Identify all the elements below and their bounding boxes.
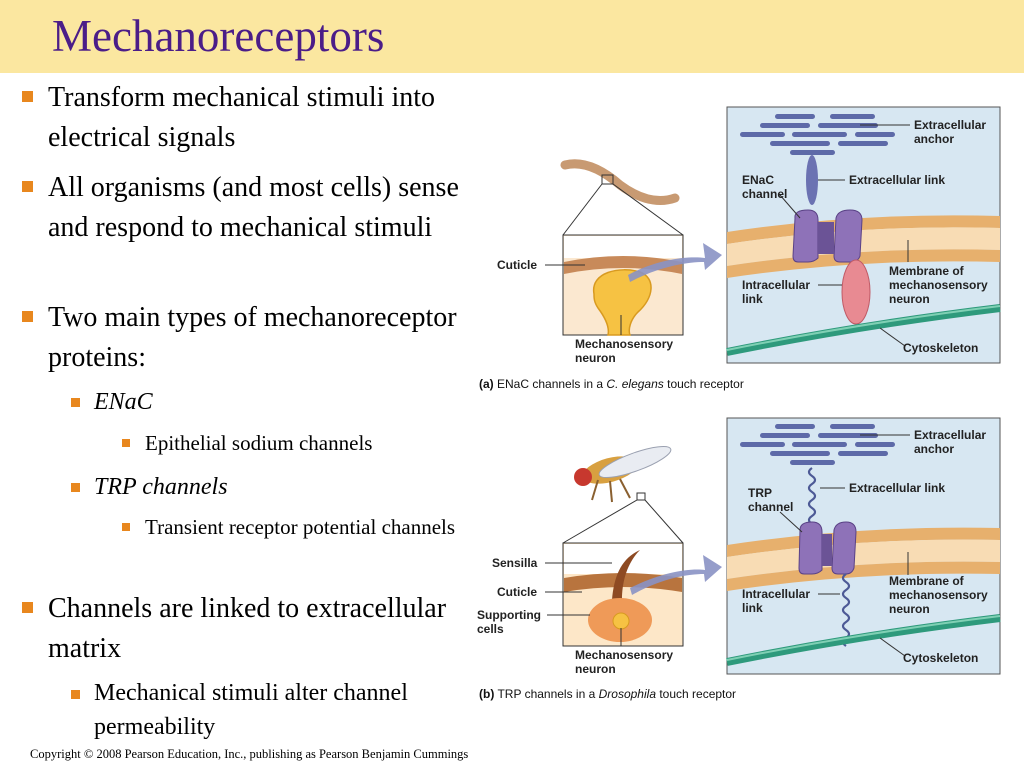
label-supporting-cells: cells	[477, 622, 504, 636]
bullet-marker	[22, 311, 33, 322]
bullet-2: All organisms (and most cells) sense and…	[48, 172, 459, 243]
bullet-4: Channels are linked to extracellular mat…	[48, 593, 447, 664]
figure-b: Extracellular anchor TRP channel Extrace…	[477, 417, 1001, 701]
zoom-arrow	[628, 243, 722, 282]
enac-channel	[792, 209, 819, 263]
trp-channel	[831, 521, 857, 575]
bullet-marker	[71, 483, 80, 492]
leader-line	[779, 194, 801, 219]
zoom-line	[562, 499, 638, 544]
trp-channel-pore	[822, 534, 832, 566]
bullet-marker	[71, 690, 80, 699]
intracellular-link	[841, 259, 871, 325]
bullet-marker	[22, 91, 33, 102]
extracellular-anchor	[740, 114, 895, 155]
label-trp-channel: channel	[748, 500, 793, 514]
figure-a: Extracellular anchor ENaC channel Extrac…	[479, 106, 1001, 391]
copyright-notice: Copyright © 2008 Pearson Education, Inc.…	[30, 747, 469, 761]
zoom-box-small	[601, 174, 614, 185]
label-enac-channel: channel	[742, 187, 787, 201]
trp-channel	[798, 521, 823, 575]
zoom-arrow	[630, 555, 722, 595]
label-cuticle: Cuticle	[497, 585, 537, 599]
label-extracellular-anchor: anchor	[914, 132, 954, 146]
neuron-body	[612, 612, 630, 630]
mechanoreceptor-figures: Extracellular anchor ENaC channel Extrac…	[477, 106, 1001, 701]
zoom-box-small	[636, 492, 646, 501]
label-membrane: mechanosensory	[889, 278, 988, 292]
zoom-line	[562, 183, 603, 236]
caption-b: (b) TRP channels in a Drosophila touch r…	[479, 687, 736, 701]
leader-line	[779, 511, 803, 533]
label-extracellular-link: Extracellular link	[849, 173, 945, 187]
neuron-body	[593, 269, 652, 336]
cytoskeleton	[726, 614, 1001, 666]
label-supporting-cells: Supporting	[477, 608, 541, 622]
label-mechanosensory-neuron: Mechanosensory	[575, 648, 673, 662]
label-membrane: neuron	[889, 602, 930, 616]
bullet-3: Two main types of mechanoreceptor protei…	[48, 302, 457, 373]
zoom-line	[612, 183, 684, 236]
zoom-line	[644, 499, 684, 544]
label-cytoskeleton: Cytoskeleton	[903, 651, 978, 665]
bullet-3b-1: Transient receptor potential channels	[145, 515, 456, 539]
label-mechanosensory-neuron: Mechanosensory	[575, 337, 673, 351]
leader-line	[879, 327, 906, 347]
sensilla-bristle	[612, 550, 640, 600]
bullet-marker	[71, 398, 80, 407]
bullet-3a: ENaC	[94, 389, 153, 415]
label-membrane: Membrane of	[889, 264, 965, 278]
enac-channel	[833, 209, 863, 263]
cuticle-region	[564, 236, 682, 258]
label-mechanosensory-neuron: neuron	[575, 351, 616, 365]
label-membrane: neuron	[889, 292, 930, 306]
label-intracellular-link: link	[742, 601, 763, 615]
bullet-marker	[22, 181, 33, 192]
bullet-3b: TRP channels	[94, 474, 228, 500]
label-membrane: mechanosensory	[889, 588, 988, 602]
page-title: Mechanoreceptors	[52, 11, 385, 61]
membrane-top	[727, 215, 1000, 244]
intracellular-link	[841, 573, 851, 647]
bullet-3a-1: Epithelial sodium channels	[145, 431, 373, 455]
label-extracellular-anchor: anchor	[914, 442, 954, 456]
fly-illustration	[574, 445, 672, 503]
membrane-middle	[727, 539, 1000, 579]
label-extracellular-anchor: Extracellular	[914, 118, 986, 132]
membrane-bottom	[727, 561, 1000, 591]
title-bar: Mechanoreceptors	[0, 0, 1024, 73]
caption-a: (a) ENaC channels in a C. elegans touch …	[479, 377, 744, 391]
extracellular-link	[806, 155, 818, 205]
bullet-4a: Mechanical stimuli alter channel permeab…	[94, 680, 408, 740]
leader-line	[879, 637, 906, 657]
bullet-marker	[122, 523, 130, 531]
label-intracellular-link: link	[742, 292, 763, 306]
label-cytoskeleton: Cytoskeleton	[903, 341, 978, 355]
label-cuticle: Cuticle	[497, 258, 537, 272]
label-intracellular-link: Intracellular	[742, 278, 810, 292]
enac-channel-pore	[818, 222, 834, 254]
label-sensilla: Sensilla	[492, 556, 538, 570]
bullet-1: Transform mechanical stimuli into electr…	[48, 82, 436, 153]
label-intracellular-link: Intracellular	[742, 587, 810, 601]
label-extracellular-link: Extracellular link	[849, 481, 945, 495]
cytoskeleton	[726, 304, 1001, 356]
label-mechanosensory-neuron: neuron	[575, 662, 616, 676]
bullet-marker	[22, 602, 33, 613]
membrane-top	[727, 527, 1000, 557]
worm-illustration	[560, 159, 680, 205]
label-enac-channel: ENaC	[742, 173, 774, 187]
label-trp-channel: TRP	[748, 486, 772, 500]
extracellular-anchor	[740, 424, 895, 465]
membrane-bottom	[727, 249, 1000, 278]
bullet-marker	[122, 439, 130, 447]
label-membrane: Membrane of	[889, 574, 965, 588]
label-extracellular-anchor: Extracellular	[914, 428, 986, 442]
